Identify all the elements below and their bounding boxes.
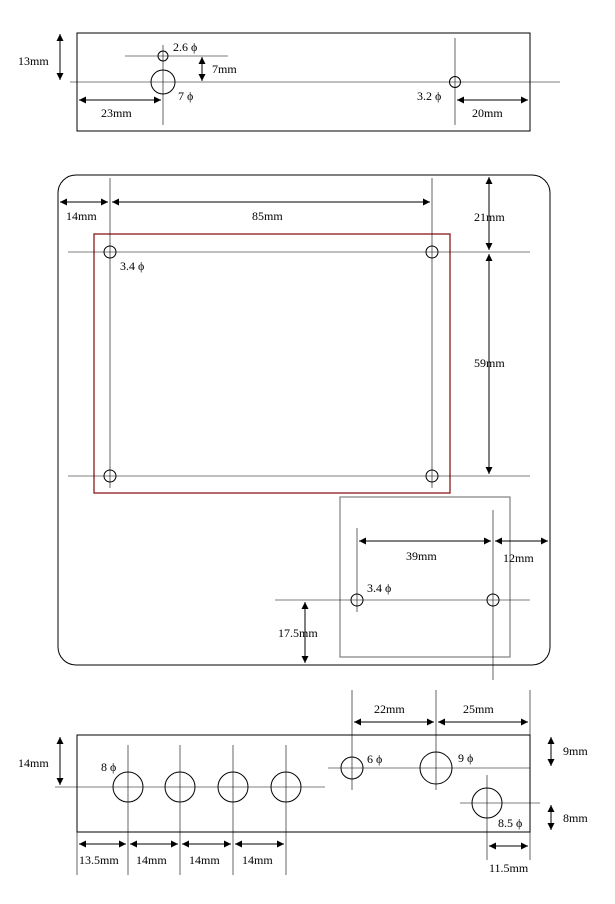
bottom-view [55, 690, 555, 875]
top-hole-2-6 [157, 50, 169, 62]
bottom-spacing-label-2: 14mm [189, 853, 220, 867]
board-hole-tr [425, 245, 439, 259]
bottom-gap-22-label: 22mm [374, 702, 405, 716]
top-height-label: 13mm [18, 54, 49, 68]
bottom-hole-6 [340, 756, 364, 780]
middle-left-margin-label: 14mm [66, 209, 97, 223]
bottom-spacing-label-1: 14mm [136, 853, 167, 867]
bottom-bottom-offset-label: 8mm [563, 811, 588, 825]
top-offset-label: 7mm [212, 62, 237, 76]
board-hole-br [425, 469, 439, 483]
sub-bottom-margin-label: 17.5mm [278, 626, 318, 640]
chassis-outline [57, 174, 551, 666]
bottom-hole-6-label: 6 ϕ [367, 752, 382, 766]
bottom-top-offset-label: 9mm [563, 744, 588, 758]
top-hole-small-label: 2.6 ϕ [173, 40, 197, 54]
sub-hole-left [350, 593, 364, 607]
bottom-hole-8-label: 8 ϕ [101, 760, 116, 774]
middle-view-labels: 14mm 85mm 21mm 3.4 ϕ 59mm 39mm 12mm 3.4 … [66, 209, 534, 640]
top-hole-big-label: 7 ϕ [178, 89, 193, 103]
bottom-view-labels: 14mm 8 ϕ 6 ϕ 9 ϕ 8.5 ϕ 22mm 25mm 9mm 8mm… [18, 702, 588, 875]
sub-hole-right [486, 593, 500, 607]
board-outline [93, 233, 451, 494]
middle-height-label: 59mm [474, 356, 505, 370]
sub-right-margin-label: 12mm [503, 551, 534, 565]
top-hole-3-2 [449, 76, 461, 88]
middle-top-margin-label: 21mm [474, 210, 505, 224]
bottom-hole-85-label: 8.5 ϕ [498, 816, 522, 830]
top-hole-7 [150, 69, 176, 95]
sub-board-outline [339, 496, 511, 658]
bottom-gap-25-label: 25mm [463, 702, 494, 716]
bottom-hole-8-c [217, 771, 249, 803]
bottom-hole-8-a [112, 771, 144, 803]
top-view [56, 32, 560, 132]
top-hole-right-label: 3.2 ϕ [417, 89, 441, 103]
bottom-panel-outline [76, 734, 531, 833]
bottom-hole-9 [419, 751, 453, 785]
board-hole-tl [103, 245, 117, 259]
bottom-hole-8-b [164, 771, 196, 803]
sub-width-label: 39mm [406, 549, 437, 563]
bottom-hole-8-5 [471, 787, 503, 819]
top-view-labels: 13mm 2.6 ϕ 7mm 7 ϕ 23mm 3.2 ϕ 20mm [18, 40, 503, 120]
bottom-right-offset-label: 11.5mm [489, 861, 529, 875]
bottom-hole-9-label: 9 ϕ [458, 751, 473, 765]
bottom-hole-8-d [270, 771, 302, 803]
board-hole-bl [103, 469, 117, 483]
top-right-offset-label: 20mm [472, 106, 503, 120]
bottom-height-label: 14mm [18, 756, 49, 770]
bottom-left-offset-label: 13.5mm [79, 853, 119, 867]
bottom-spacing-label-3: 14mm [242, 853, 273, 867]
top-left-offset-label: 23mm [101, 106, 132, 120]
middle-width-label: 85mm [252, 209, 283, 223]
middle-hole-label: 3.4 ϕ [120, 259, 144, 273]
middle-view [57, 174, 551, 680]
sub-hole-label: 3.4 ϕ [367, 581, 391, 595]
